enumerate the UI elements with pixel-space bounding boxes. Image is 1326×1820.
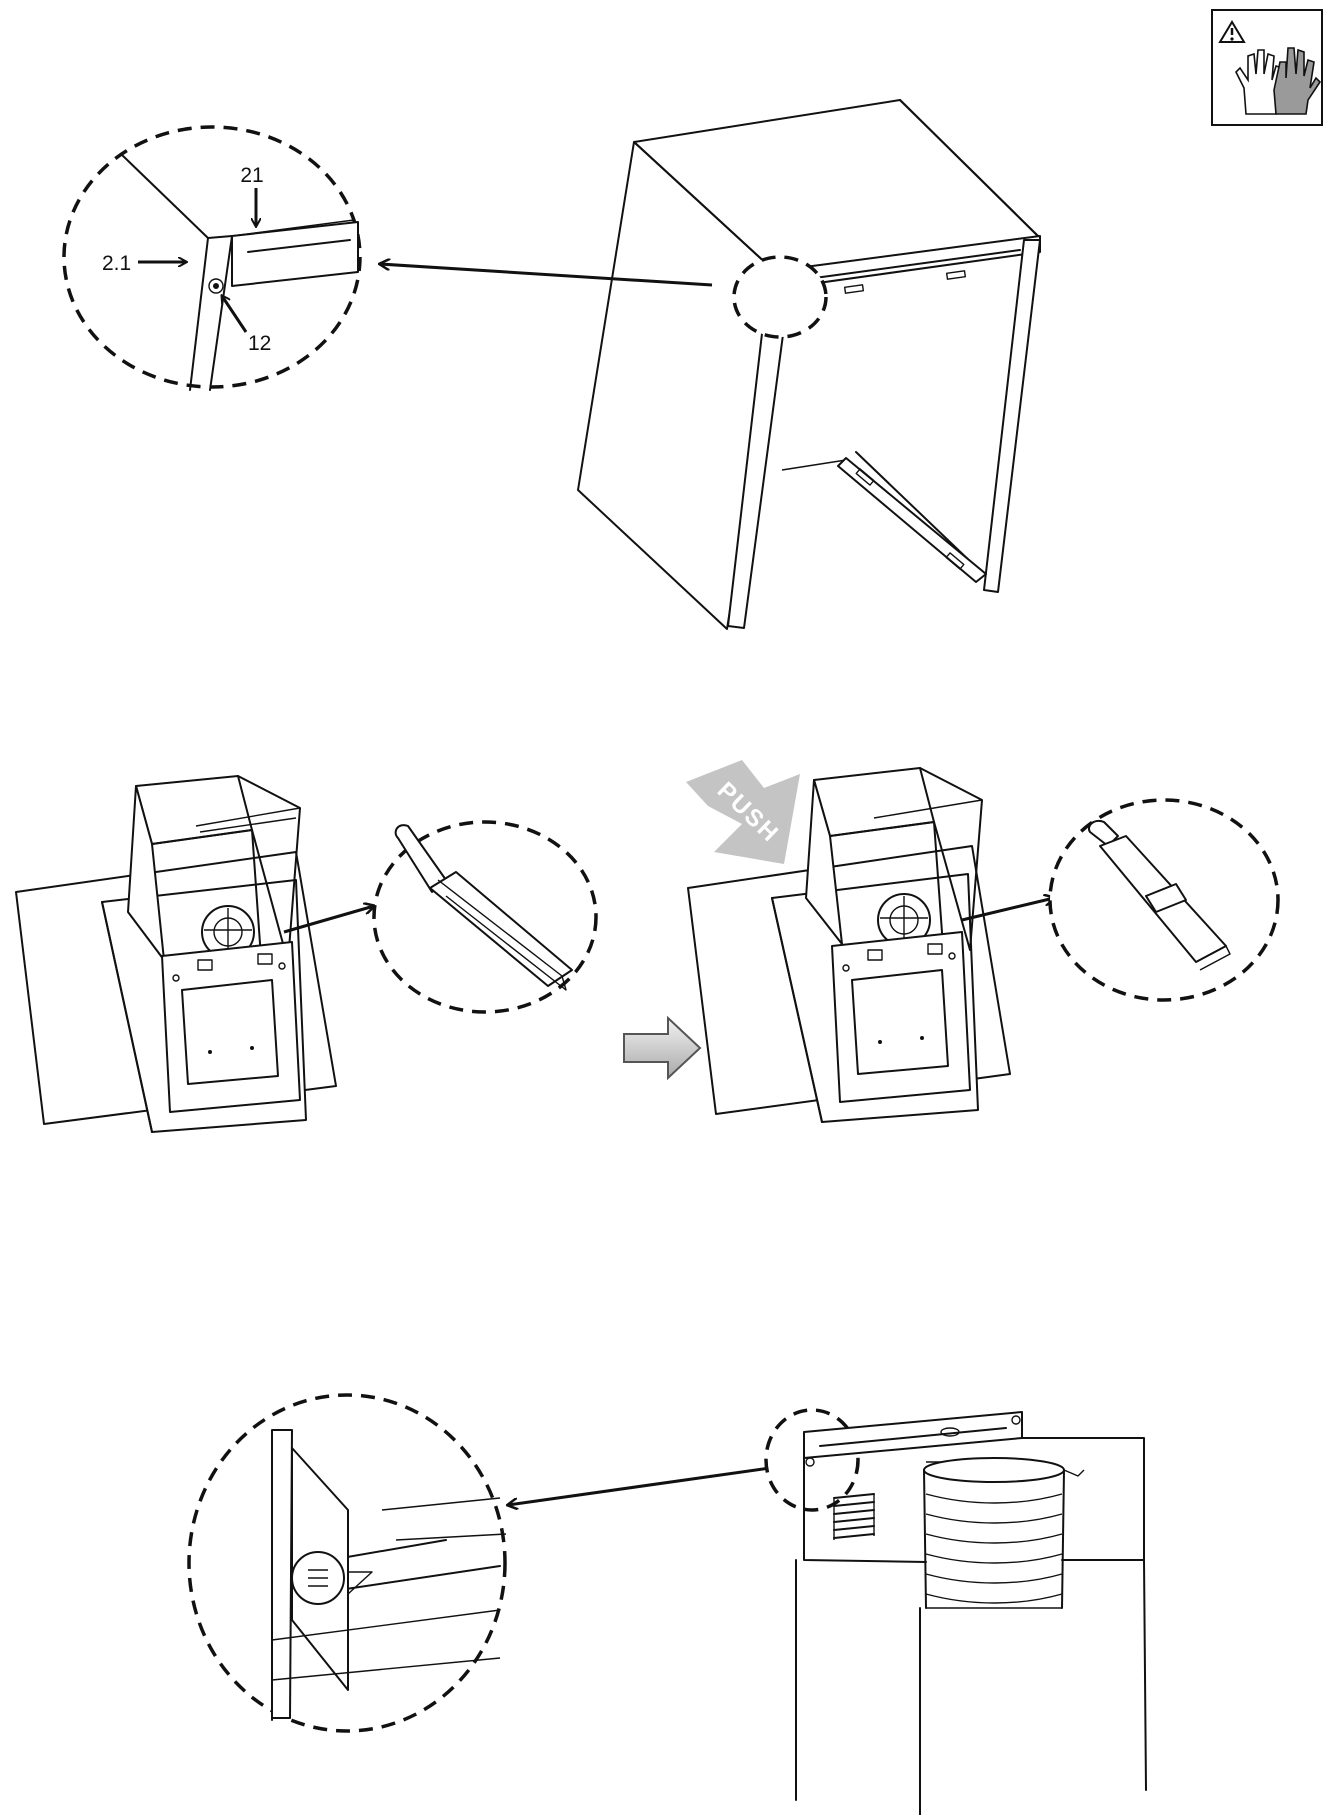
callout-label-12: 12: [248, 332, 271, 355]
detail-circle-3: [187, 1393, 507, 1733]
vent-grille: [833, 1493, 875, 1540]
duct-collar: [923, 1457, 1085, 1609]
detail-marker: [732, 255, 828, 339]
chimney-cover: [577, 99, 1041, 630]
callout-label-21: 21: [240, 164, 263, 187]
figure-2-hood-after: PUSH: [686, 760, 1280, 1123]
gloves-warning-icon: [1211, 9, 1323, 126]
push-arrow: PUSH: [686, 760, 800, 864]
next-step-arrow: [623, 1015, 702, 1081]
figure-1-chimney-bracket: 21 2.1 12: [62, 99, 1041, 630]
zoom-arrow: [380, 264, 713, 287]
detail-circle: 21 2.1 12: [62, 125, 362, 391]
figure-3-chimney-top: [187, 1393, 1147, 1816]
figure-2-hood-before: [15, 775, 598, 1133]
chimney-top: [795, 1411, 1147, 1816]
callout-label-2-1: 2.1: [102, 252, 131, 275]
